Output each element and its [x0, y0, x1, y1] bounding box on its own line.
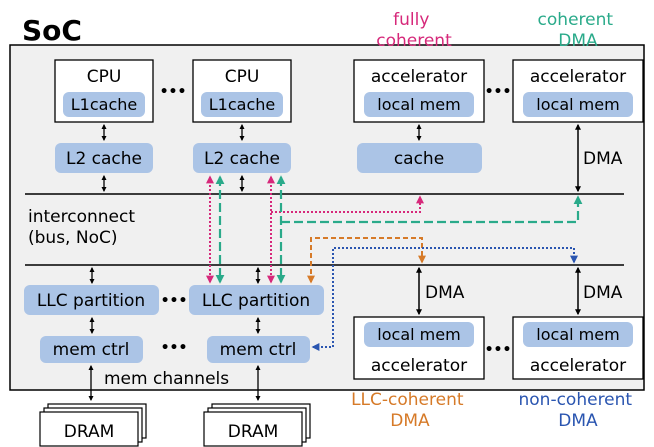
label-coherent-dma: coherent DMA [538, 10, 619, 51]
llc-partition-label: LLC partition [37, 291, 145, 311]
path-non-coherent-dma [311, 247, 578, 351]
interconnect-label: interconnect (bus, NoC) [28, 207, 140, 248]
svg-text:local mem: local mem [536, 325, 619, 344]
svg-text:accelerator: accelerator [371, 356, 467, 376]
mem-ctrl-label: mem ctrl [53, 340, 130, 360]
local-mem [364, 92, 474, 117]
mem-ctrl-label: mem ctrl [220, 340, 297, 360]
svg-text:local mem: local mem [377, 95, 460, 114]
accelerator-llc-coherent: local mem accelerator [353, 316, 485, 380]
accelerator-coherent-dma: accelerator local mem [512, 59, 644, 123]
l2-cache-1 [55, 143, 153, 173]
dram-label: DRAM [228, 422, 279, 442]
accelerator-fully-coherent: accelerator local mem [353, 59, 485, 123]
accelerator-non-coherent: local mem accelerator [512, 316, 644, 380]
l1-cache [201, 92, 283, 117]
dram-label: DRAM [64, 422, 115, 442]
cpu-block-1: CPU L1cache [54, 59, 154, 123]
accelerator-cache [357, 143, 482, 173]
ellipsis-cpu: ••• [160, 84, 187, 100]
ellipsis-acc-bottom: ••• [485, 342, 512, 358]
dma-label-llc: DMA [425, 283, 465, 303]
soc-title: SoC [22, 14, 82, 47]
l2-cache-label: L2 cache [66, 149, 142, 169]
cpu-block-2: CPU L1cache [192, 59, 292, 123]
l2-cache-label: L2 cache [204, 149, 280, 169]
path-coherent-dma [215, 175, 583, 284]
svg-text:accelerator: accelerator [530, 67, 626, 87]
label-fully-coherent: fully coherent [376, 10, 452, 51]
path-llc-coherent-dma [307, 237, 426, 284]
path-fully-coherent [206, 175, 424, 284]
llc-partition-2 [189, 285, 324, 315]
l2-cache-2 [193, 143, 291, 173]
llc-partition-label: LLC partition [202, 291, 310, 311]
accelerator-cache-label: cache [394, 149, 444, 169]
mem-ctrl-2 [207, 336, 310, 363]
label-llc-coherent-dma: LLC-coherent DMA [351, 390, 469, 431]
l1-cache-label: L1cache [71, 95, 137, 114]
local-mem [523, 92, 633, 117]
mem-ctrl-1 [40, 336, 143, 363]
l1-cache [63, 92, 145, 117]
svg-text:local mem: local mem [377, 325, 460, 344]
label-non-coherent-dma: non-coherent DMA [519, 390, 638, 431]
cpu-label: CPU [225, 67, 260, 87]
ellipsis-llc: ••• [161, 293, 188, 309]
dram-stack-2: DRAM [203, 403, 311, 447]
ellipsis-acc-top: ••• [485, 84, 512, 100]
mem-channels-label: mem channels [104, 369, 229, 389]
cpu-label: CPU [87, 67, 122, 87]
dma-label-nc: DMA [583, 283, 623, 303]
svg-text:accelerator: accelerator [530, 356, 626, 376]
svg-text:accelerator: accelerator [371, 67, 467, 87]
dram-stack-1: DRAM [39, 403, 147, 447]
llc-partition-1 [24, 285, 159, 315]
dma-label-top: DMA [583, 149, 623, 169]
ellipsis-mem: ••• [161, 340, 188, 356]
svg-text:local mem: local mem [536, 95, 619, 114]
l1-cache-label: L1cache [209, 95, 275, 114]
